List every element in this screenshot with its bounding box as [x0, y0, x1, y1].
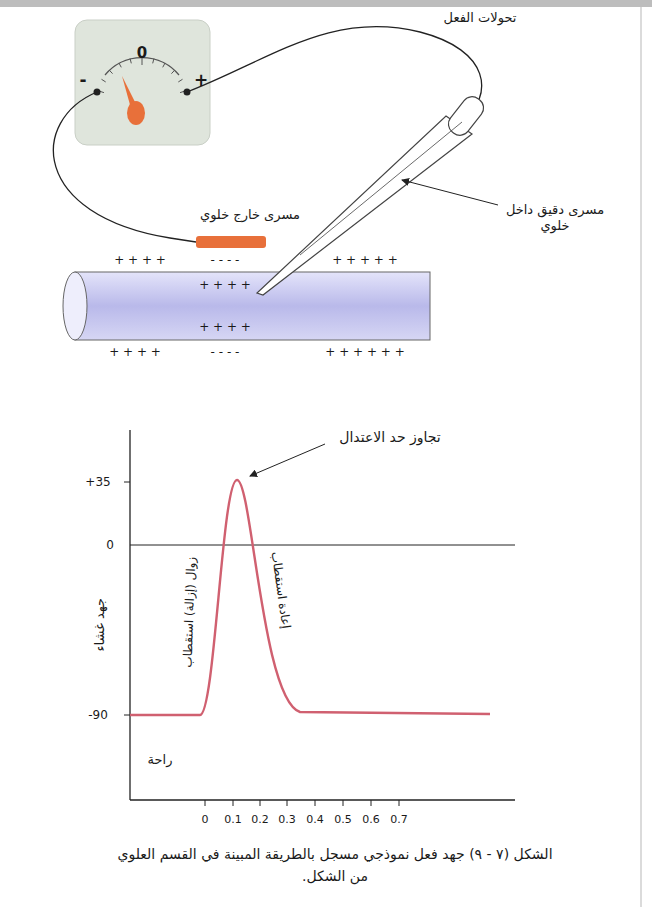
charge-sign: + + + + [114, 253, 166, 267]
extracellular-electrode [196, 236, 266, 248]
page-edge [640, 7, 642, 907]
scale-tick [163, 63, 165, 67]
charge-sign: + + + + + + [325, 345, 404, 359]
needle-hub [127, 101, 145, 125]
axis-value: +35 [85, 475, 110, 489]
x-ticks [205, 800, 399, 806]
axon [75, 272, 430, 340]
axis-value: 0.2 [251, 813, 269, 826]
electrode-wire [300, 122, 462, 255]
top-band [0, 0, 652, 7]
axis-value: 0.1 [224, 813, 242, 826]
y-tick [124, 482, 130, 483]
x-tick [343, 800, 344, 806]
phase-label: إعادة استقطاب [268, 549, 294, 632]
phase-label: راحة [148, 752, 173, 768]
x-tick [287, 800, 288, 806]
meter-ticks [96, 57, 187, 93]
action-potential-curve [130, 480, 490, 715]
leader-line [402, 180, 498, 205]
microelectrode [257, 116, 472, 295]
y-axis [129, 430, 130, 800]
axis-value: 0.3 [278, 813, 296, 826]
x-axis [130, 799, 515, 800]
meter-mark: - [79, 70, 86, 90]
meter-body [75, 20, 210, 145]
header-text: تحولات الفعل [444, 10, 517, 26]
y-tick [124, 715, 130, 716]
x-tick [399, 800, 400, 806]
x-tick [260, 800, 261, 806]
x-tick [315, 800, 316, 806]
charge-sign: + + + + [199, 278, 251, 292]
meter-box: - 0 + [75, 20, 210, 145]
scale-tick [153, 59, 154, 64]
axis-value: 0 [202, 813, 209, 826]
scale-tick [119, 63, 121, 67]
scale-tick [101, 79, 105, 82]
part-label: مسرى خارج خلوي [200, 207, 300, 223]
axis-value: 0.4 [306, 813, 324, 826]
meter-mark: 0 [137, 44, 147, 62]
axis-value: -90 [88, 708, 108, 722]
charge-sign: - - - - [211, 253, 240, 267]
meter-mark: + [194, 70, 208, 90]
figure-caption: الشكل (٧ - ٩) جهد فعل نموذجي مسجل بالطري… [115, 843, 555, 888]
axis-value: 0.7 [390, 813, 408, 826]
leader-line [250, 444, 325, 476]
scale-tick [130, 59, 131, 64]
axis-title: جهد غشاء [92, 596, 108, 653]
charge-sign: - - - - [211, 345, 240, 359]
axon-end [63, 272, 87, 340]
part-label: مسرى دقيق داخل خلوي [503, 202, 608, 233]
charge-sign: + + + + [199, 320, 251, 334]
x-tick [233, 800, 234, 806]
wire [53, 92, 196, 242]
axis-value: 0 [106, 538, 114, 552]
scale-tick [109, 70, 112, 74]
wire [187, 27, 482, 122]
axis-value: 0.6 [362, 813, 380, 826]
scale-tick [178, 79, 182, 82]
electrode-cap [444, 93, 487, 140]
phase-label: زوال (إزالة) استقطاب [181, 554, 199, 670]
scale-tick [171, 70, 174, 74]
charge-sign: + + + + [109, 345, 161, 359]
x-tick [205, 800, 206, 806]
x-tick [371, 800, 372, 806]
zero-line [130, 545, 515, 546]
axis-value: 0.5 [334, 813, 352, 826]
charge-sign: + + + + + [332, 253, 398, 267]
annotation: تجاوز حد الاعتدال [339, 429, 441, 446]
